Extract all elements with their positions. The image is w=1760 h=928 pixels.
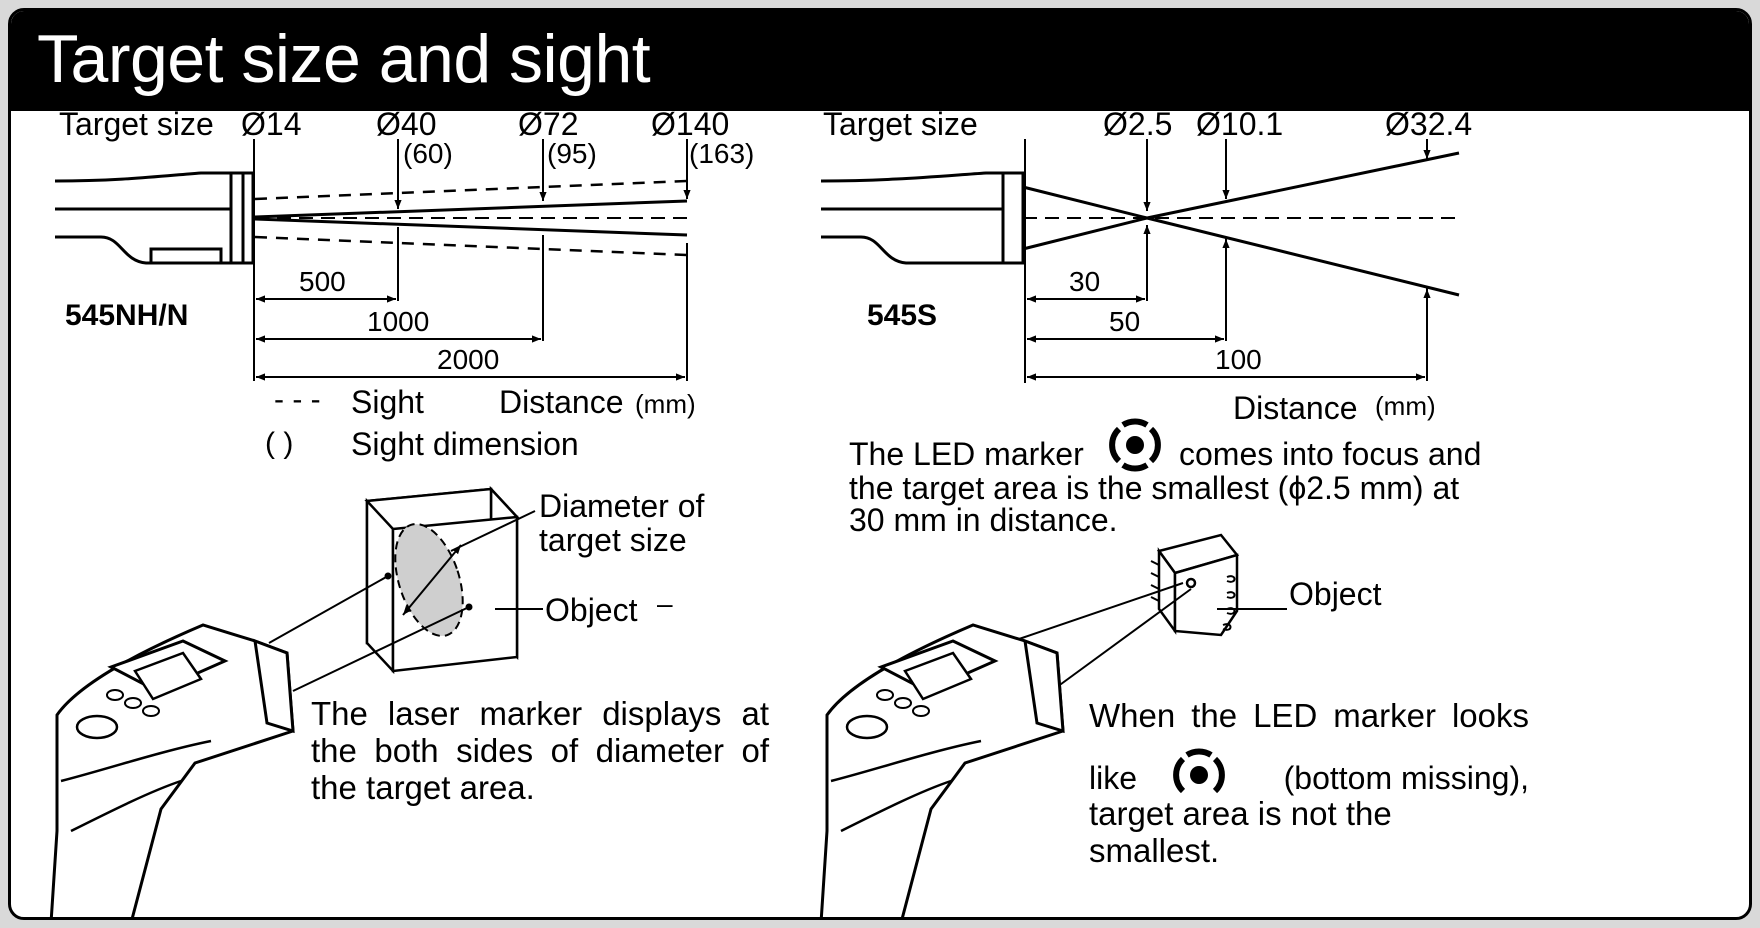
legend-paren-symbol: ( ) <box>265 427 293 460</box>
right-beam-lines <box>1022 151 1460 297</box>
left-distance-2000: 2000 <box>437 344 499 375</box>
left-description: The laser marker displays at the both si… <box>311 695 769 769</box>
led-beam-upper <box>1018 582 1184 640</box>
left-panel: Target size Ø14 Ø40 Ø72 Ø140 (60) (95) (… <box>49 106 754 917</box>
left-dimension-arrows <box>256 295 685 381</box>
laser-beam-lower <box>292 606 470 692</box>
callout-diameter-line2: target size <box>539 522 687 558</box>
right-unit-label: (mm) <box>1375 391 1436 421</box>
left-description-line1: The laser marker displays at <box>311 695 769 732</box>
left-thermometer-perspective-icon <box>49 623 295 917</box>
led-text-line3: 30 mm in distance. <box>849 502 1118 538</box>
left-description-line2: the both sides of diameter of <box>311 732 769 769</box>
left-size-40: Ø40 <box>376 106 436 142</box>
left-unit-label: (mm) <box>635 389 696 419</box>
callout-object-left: Object <box>545 592 638 628</box>
legend-sight-dimension-label: Sight dimension <box>351 426 579 462</box>
led-marker-bottom-missing-icon <box>1173 748 1225 794</box>
right-panel: Target size Ø2.5 Ø10.1 Ø32.4 <box>819 106 1529 917</box>
stray-dash-mark: – <box>657 588 673 619</box>
led-text-before: The LED marker <box>849 436 1084 472</box>
left-distance-500: 500 <box>299 266 346 297</box>
laser-beam-upper <box>268 575 389 644</box>
note-like-word: like <box>1089 760 1137 796</box>
left-size-72: Ø72 <box>518 106 578 142</box>
right-note-line3: target area is not the smallest. <box>1089 795 1392 869</box>
right-thermometer-side-icon <box>820 171 1025 265</box>
led-text-after: comes into focus and <box>1179 436 1481 472</box>
left-distance-label: Distance <box>499 384 624 420</box>
diameter-arrow <box>402 544 462 616</box>
right-target-size-heading: Target size <box>823 106 978 142</box>
led-marker-focused-icon <box>1109 418 1161 472</box>
right-size-10-1: Ø10.1 <box>1196 106 1283 142</box>
right-thermometer-perspective-icon <box>819 623 1065 917</box>
page-title: Target size and sight <box>37 21 651 97</box>
note-bottom-missing: (bottom missing), <box>1284 760 1529 796</box>
left-sight-95: (95) <box>547 138 597 169</box>
callout-object-right: Object <box>1289 576 1382 612</box>
page-frame: Target size and sight Target size Ø14 Ø4… <box>8 8 1752 920</box>
left-beam-lines <box>254 179 688 257</box>
legend-dash-symbol: - - - <box>274 383 321 416</box>
legend-sight-label: Sight <box>351 384 424 420</box>
title-bar: Target size and sight <box>11 11 1749 111</box>
callout-diameter-line1: Diameter of <box>539 488 705 524</box>
right-distance-50: 50 <box>1109 306 1140 337</box>
left-description-last: the target area. <box>311 769 535 806</box>
right-distance-label: Distance <box>1233 390 1358 426</box>
left-sight-60: (60) <box>403 138 453 169</box>
left-model-label: 545NH/N <box>65 299 188 332</box>
diameter-callout-line <box>450 510 536 552</box>
right-distance-30: 30 <box>1069 266 1100 297</box>
led-beam-lower <box>1056 588 1192 688</box>
right-model-label: 545S <box>867 299 937 332</box>
right-dimension-arrows <box>1027 295 1425 381</box>
target-size-diagram: Target size Ø14 Ø40 Ø72 Ø140 (60) (95) (… <box>49 106 1529 917</box>
right-size-2-5: Ø2.5 <box>1103 106 1172 142</box>
left-sight-163: (163) <box>689 138 754 169</box>
right-distance-100: 100 <box>1215 344 1262 375</box>
left-distance-1000: 1000 <box>367 306 429 337</box>
right-object-chip <box>1150 533 1240 637</box>
left-thermometer-side-icon <box>54 171 255 265</box>
right-size-32-4: Ø32.4 <box>1385 106 1472 142</box>
right-note-line1: When the LED marker looks <box>1089 697 1529 734</box>
left-size-14: Ø14 <box>241 106 301 142</box>
left-reference-lines <box>253 139 691 381</box>
left-target-size-heading: Target size <box>59 106 214 142</box>
led-text-line2: the target area is the smallest (ϕ2.5 mm… <box>849 470 1459 506</box>
left-size-140: Ø140 <box>651 106 729 142</box>
